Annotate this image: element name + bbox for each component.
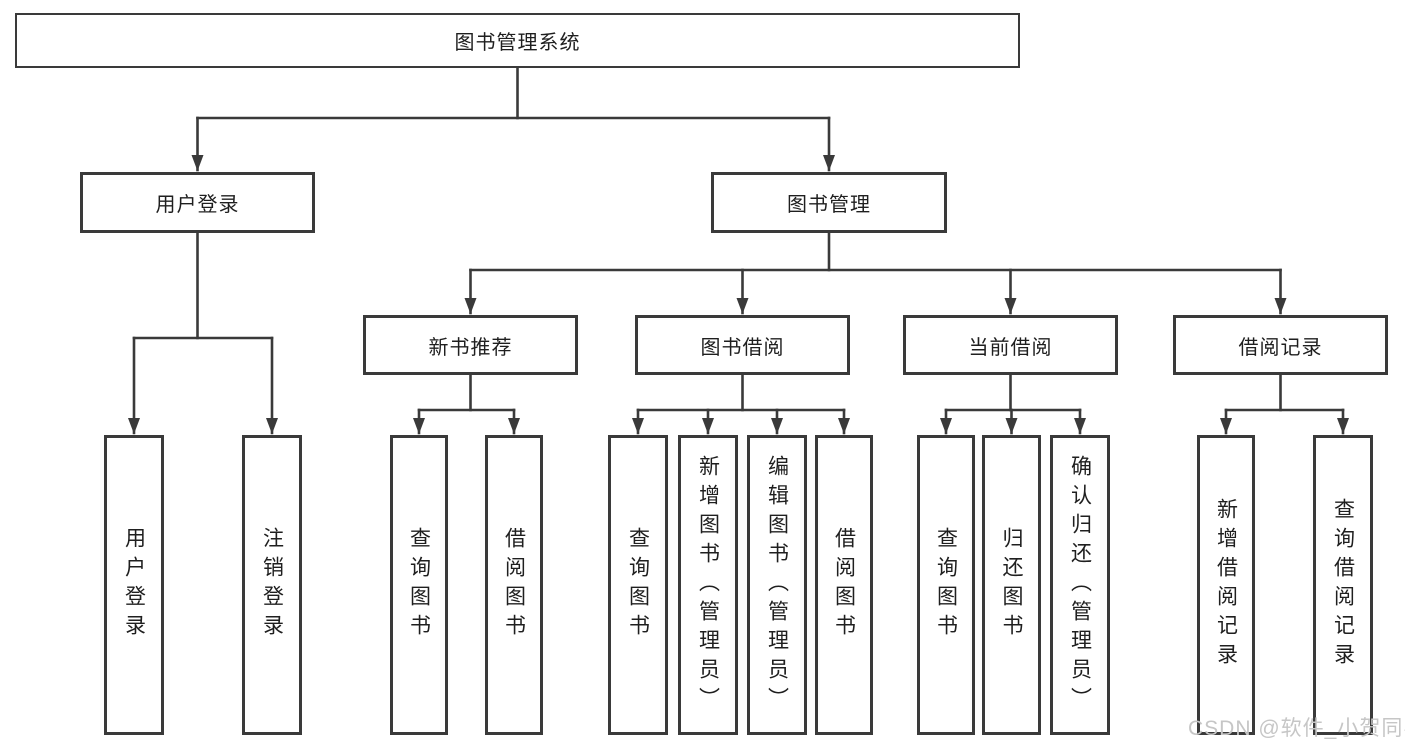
- leaf-nb-query-books: 查询图书: [390, 435, 448, 735]
- node-book-management: 图书管理: [711, 172, 947, 233]
- leaf-bb-add-books-admin: 新增图书（管理员）: [678, 435, 738, 735]
- node-borrowing-records: 借阅记录: [1173, 315, 1388, 375]
- leaf-cb-return-books: 归还图书: [982, 435, 1041, 735]
- leaf-user-login: 用户登录: [104, 435, 164, 735]
- leaf-bb-borrow-books: 借阅图书: [815, 435, 873, 735]
- node-book-borrowing: 图书借阅: [635, 315, 850, 375]
- node-library-management-system: 图书管理系统: [15, 13, 1020, 68]
- leaf-nb-borrow-books: 借阅图书: [485, 435, 543, 735]
- leaf-bb-query-books: 查询图书: [608, 435, 668, 735]
- leaf-bb-edit-books-admin: 编辑图书（管理员）: [747, 435, 807, 735]
- leaf-cb-query-books: 查询图书: [917, 435, 975, 735]
- leaf-logout: 注销登录: [242, 435, 302, 735]
- leaf-br-add-record: 新增借阅记录: [1197, 435, 1255, 735]
- node-user-login: 用户登录: [80, 172, 315, 233]
- node-current-borrowing: 当前借阅: [903, 315, 1118, 375]
- leaf-br-query-record: 查询借阅记录: [1313, 435, 1373, 735]
- node-new-book-recommend: 新书推荐: [363, 315, 578, 375]
- leaf-cb-confirm-return-admin: 确认归还（管理员）: [1050, 435, 1110, 735]
